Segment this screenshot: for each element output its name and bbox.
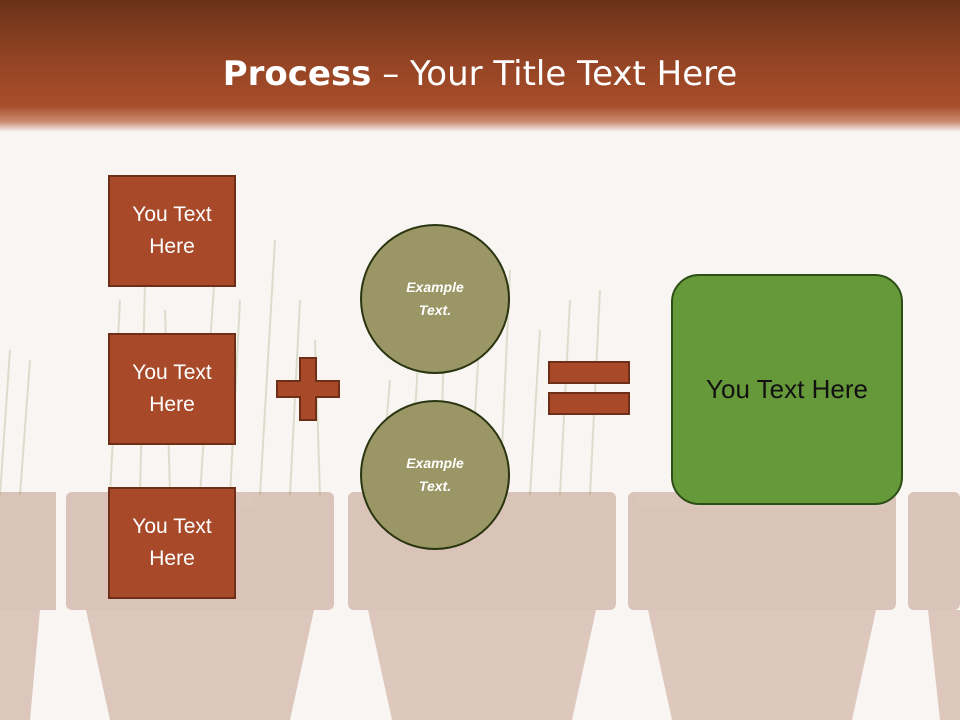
- text-box-3: You Text Here: [108, 487, 236, 599]
- text-box-1: You Text Here: [108, 175, 236, 287]
- result-label: You Text Here: [706, 374, 868, 404]
- text-box-3-label: You Text Here: [132, 515, 212, 570]
- example-circle-2: Example Text.: [360, 400, 510, 550]
- title-bar: [0, 0, 960, 132]
- title-bold: Process: [222, 54, 372, 94]
- example-circle-1: Example Text.: [360, 224, 510, 374]
- result-box: You Text Here: [671, 274, 903, 505]
- text-box-1-label: You Text Here: [132, 203, 212, 258]
- title-rest: – Your Title Text Here: [371, 54, 738, 94]
- text-box-2: You Text Here: [108, 333, 236, 445]
- plus-icon: [276, 357, 340, 421]
- slide-title: Process – Your Title Text Here: [0, 52, 960, 96]
- example-circle-1-label: Example Text.: [406, 279, 464, 318]
- text-box-2-label: You Text Here: [132, 361, 212, 416]
- example-circle-2-label: Example Text.: [406, 455, 464, 494]
- equals-icon: [548, 361, 630, 415]
